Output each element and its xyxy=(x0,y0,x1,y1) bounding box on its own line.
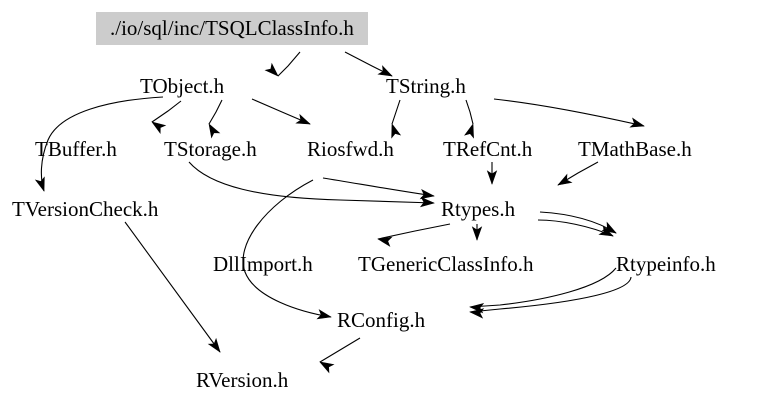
arrow-rtypes-loop-rconfig xyxy=(469,303,485,314)
graph-node-tobject[interactable]: TObject.h xyxy=(140,76,224,97)
graph-node-tstring[interactable]: TString.h xyxy=(386,76,466,97)
graph-node-label: TVersionCheck.h xyxy=(12,197,159,221)
arrow-tobject-to-riosfwd xyxy=(295,113,311,125)
graph-node-label: TString.h xyxy=(386,74,466,98)
graph-node-label: TObject.h xyxy=(140,74,225,98)
arrow-rtypes-to-tgeneric xyxy=(471,226,483,241)
graph-node-label: TMathBase.h xyxy=(578,137,692,161)
edge-rtypes-loop-rconfig xyxy=(469,267,617,308)
arrow-tobject-to-tversion xyxy=(34,176,45,192)
graph-node-label: TGenericClassInfo.h xyxy=(358,252,534,276)
graph-node-root[interactable]: ./io/sql/inc/TSQLClassInfo.h xyxy=(96,12,368,45)
arrow-tversion-to-rversion xyxy=(207,337,221,353)
arrow-root-to-tstring xyxy=(377,65,393,77)
arrow-tmathbase-to-rtypes xyxy=(557,173,573,186)
arrow-head-group xyxy=(34,62,645,374)
graph-node-label: TRefCnt.h xyxy=(443,137,533,161)
arrow-tstorage-to-rtypes xyxy=(419,196,435,208)
arrow-tstring-to-tmathbase xyxy=(629,117,645,128)
graph-node-label: Rtypeinfo.h xyxy=(616,252,716,276)
graph-node-label: ./io/sql/inc/TSQLClassInfo.h xyxy=(110,16,354,40)
arrow-tobject-to-tstorage xyxy=(208,123,221,139)
edge-tstring-to-tmathbase xyxy=(493,98,645,127)
edge-tobject-to-tbuffer xyxy=(151,100,182,123)
graph-node-tbuffer[interactable]: TBuffer.h xyxy=(35,139,117,160)
arrow-riosfwd-to-rtypes xyxy=(419,188,435,200)
arrow-rtypes-to-dllimport xyxy=(377,236,393,247)
arrow-rtypes-to-rtypeinfo-2 xyxy=(601,221,617,234)
edge-tstorage-to-rtypes xyxy=(188,161,435,204)
edge-tstring-to-trefcnt xyxy=(465,99,474,125)
graph-node-label: TStorage.h xyxy=(164,137,257,161)
graph-node-label: DllImport.h xyxy=(213,252,313,276)
arrow-rconfig-to-rversion xyxy=(319,361,335,374)
graph-node-riosfwd[interactable]: Riosfwd.h xyxy=(307,139,394,160)
arrow-riosfwd-to-rconfig xyxy=(316,309,332,320)
graph-node-label: Riosfwd.h xyxy=(307,137,394,161)
graph-node-tstorage[interactable]: TStorage.h xyxy=(164,139,257,160)
graph-node-label: TBuffer.h xyxy=(35,137,117,161)
edge-tstring-to-riosfwd xyxy=(391,99,401,125)
edge-tversion-to-rversion xyxy=(124,221,221,353)
graph-node-label: RVersion.h xyxy=(196,368,289,392)
graph-node-dllimport[interactable]: DllImport.h xyxy=(213,254,313,275)
edge-rtypes-to-dllimport xyxy=(377,223,451,240)
arrow-tstring-to-trefcnt xyxy=(464,123,474,139)
edge-riosfwd-to-rconfig xyxy=(242,179,332,318)
arrow-tobject-to-tbuffer xyxy=(151,121,167,134)
edge-rtypeinfo-to-rconfig xyxy=(469,276,632,313)
graph-node-rversion[interactable]: RVersion.h xyxy=(196,370,288,391)
arrow-trefcnt-to-rtypes xyxy=(486,170,498,185)
graph-node-tgeneric[interactable]: TGenericClassInfo.h xyxy=(358,254,534,275)
arrow-root-to-tobject xyxy=(264,62,279,77)
graph-node-tversion[interactable]: TVersionCheck.h xyxy=(12,199,158,220)
graph-node-rtypes[interactable]: Rtypes.h xyxy=(441,199,515,220)
graph-node-rconfig[interactable]: RConfig.h xyxy=(337,310,425,331)
graph-node-rtypeinfo[interactable]: Rtypeinfo.h xyxy=(616,254,716,275)
edge-rconfig-to-rversion xyxy=(319,337,361,363)
edge-path-group xyxy=(40,51,645,363)
graph-node-tmathbase[interactable]: TMathBase.h xyxy=(578,139,692,160)
edge-tobject-to-tstorage xyxy=(208,99,223,125)
graph-node-label: Rtypes.h xyxy=(441,197,516,221)
arrow-tstring-to-riosfwd xyxy=(391,123,402,139)
graph-node-label: RConfig.h xyxy=(337,308,426,332)
edge-root-to-tobject xyxy=(277,51,301,77)
edge-riosfwd-to-rtypes xyxy=(322,177,435,197)
graph-node-trefcnt[interactable]: TRefCnt.h xyxy=(443,139,532,160)
edge-tobject-to-tversion xyxy=(40,96,164,192)
